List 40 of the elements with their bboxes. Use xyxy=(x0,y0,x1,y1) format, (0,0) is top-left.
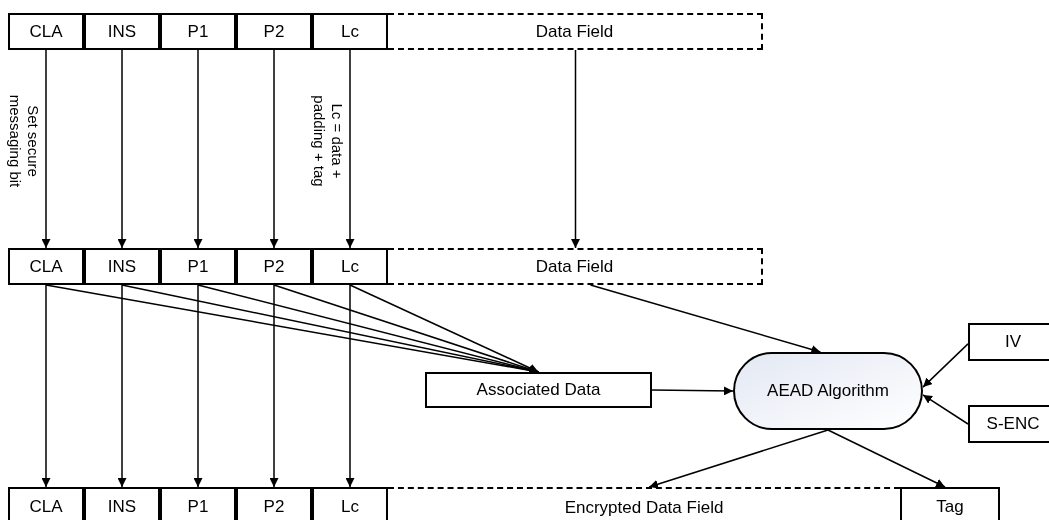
field-cell: Lc xyxy=(312,487,388,520)
field-cell: Lc xyxy=(312,248,388,285)
arrow xyxy=(651,386,734,396)
process-box: S-ENC xyxy=(968,405,1049,443)
arrow xyxy=(589,284,822,354)
arrow xyxy=(193,49,203,249)
arrow xyxy=(648,429,829,489)
process-box: Associated Data xyxy=(425,372,652,408)
arrow xyxy=(41,49,51,249)
process-box: IV xyxy=(968,323,1049,361)
field-cell: INS xyxy=(84,13,160,50)
arrow xyxy=(922,394,969,425)
arrow xyxy=(269,49,279,249)
arrow xyxy=(827,429,946,488)
field-cell: P1 xyxy=(160,248,236,285)
field-cell: INS xyxy=(84,487,160,520)
process-pill: AEAD Algorithm xyxy=(733,352,923,430)
field-cell: CLA xyxy=(8,487,84,520)
field-cell: P1 xyxy=(160,487,236,520)
arrow xyxy=(349,284,540,373)
arrow xyxy=(41,284,51,488)
arrow xyxy=(345,284,355,488)
arrow xyxy=(117,49,127,249)
arrow xyxy=(571,49,580,249)
field-cell: CLA xyxy=(8,13,84,50)
arrow xyxy=(345,49,355,249)
field-cell: INS xyxy=(84,248,160,285)
field-cell: P2 xyxy=(236,13,312,50)
arrow xyxy=(922,343,969,388)
arrow xyxy=(269,284,279,488)
data-field: Data Field xyxy=(388,248,763,285)
field-cell: P2 xyxy=(236,487,312,520)
process-box: Tag xyxy=(900,487,1000,520)
field-cell: P2 xyxy=(236,248,312,285)
data-field: Data Field xyxy=(388,13,763,50)
arrow xyxy=(117,284,127,488)
field-cell: P1 xyxy=(160,13,236,50)
field-cell: Lc xyxy=(312,13,388,50)
arrow xyxy=(193,284,203,488)
field-cell: CLA xyxy=(8,248,84,285)
